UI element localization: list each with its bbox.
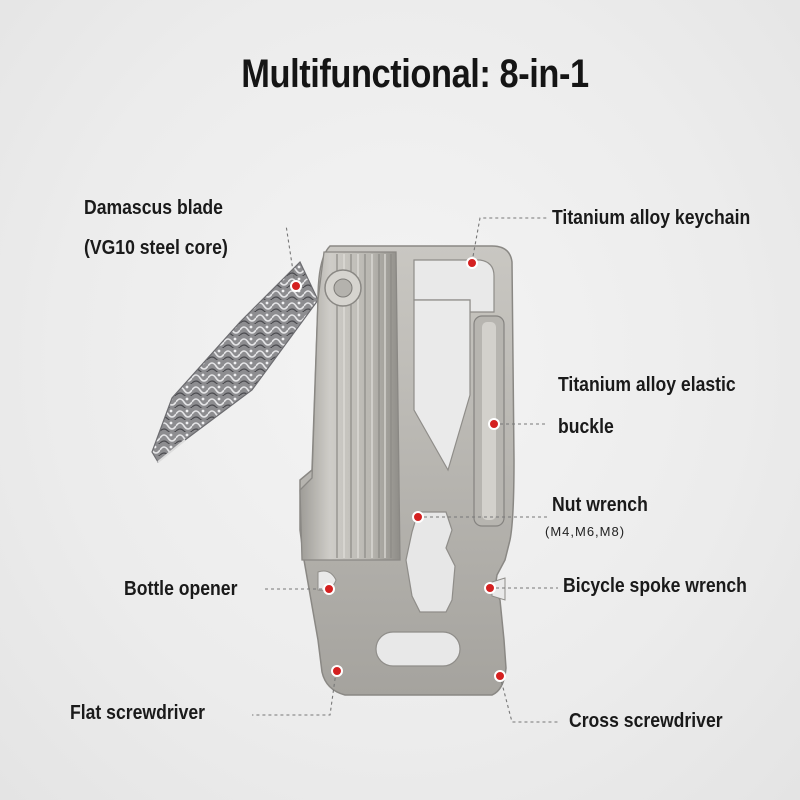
marker-spoke-wrench <box>484 582 496 594</box>
marker-blade <box>290 280 302 292</box>
label-keychain: Titanium alloy keychain <box>552 207 751 229</box>
leader-lines <box>252 217 558 723</box>
page-title: Multifunctional: 8-in-1 <box>241 52 589 96</box>
marker-dots <box>290 257 506 682</box>
label-blade-line1: Damascus blade <box>84 197 223 219</box>
label-nut-sizes: (M4,M6,M8) <box>545 524 626 539</box>
marker-buckle <box>488 418 500 430</box>
label-buckle-line1: Titanium alloy elastic <box>558 374 736 396</box>
label-flat-screwdriver: Flat screwdriver <box>70 702 206 724</box>
lanyard-slot <box>375 631 461 667</box>
marker-keychain <box>466 257 478 269</box>
label-bottle-opener: Bottle opener <box>124 578 238 600</box>
marker-cross-screwdriver <box>494 670 506 682</box>
spoke-wrench-notch <box>491 577 506 601</box>
fluted-handle <box>299 251 401 561</box>
marker-flat-screwdriver <box>331 665 343 677</box>
label-nut-wrench: Nut wrench <box>552 494 648 516</box>
marker-bottle-opener <box>323 583 335 595</box>
marker-nut-wrench <box>412 511 424 523</box>
label-cross-screwdriver: Cross screwdriver <box>569 710 723 732</box>
damascus-blade <box>151 260 319 463</box>
nut-wrench-opening <box>405 511 456 613</box>
label-spoke-wrench: Bicycle spoke wrench <box>563 575 747 597</box>
label-blade-line2: (VG10 steel core) <box>84 237 228 259</box>
label-buckle-line2: buckle <box>558 416 614 438</box>
